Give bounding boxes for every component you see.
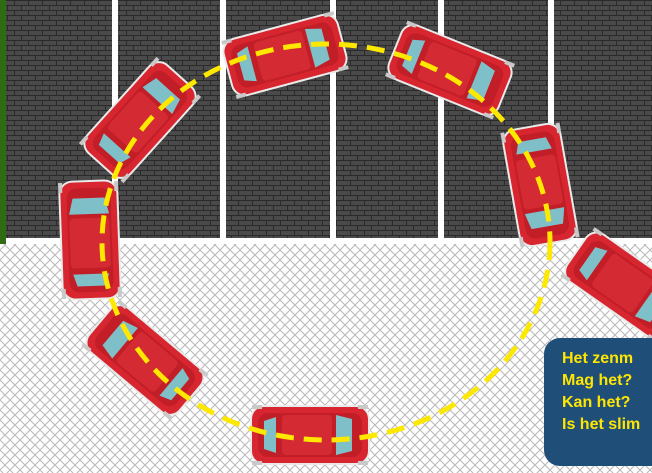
car-icon (250, 405, 370, 465)
question-callout: Het zenm Mag het? Kan het? Is het slim (544, 338, 652, 466)
callout-line-4: Is het slim (562, 416, 641, 433)
callout-line-2: Mag het? (562, 372, 633, 389)
callout-line-1: Het zenm (562, 350, 634, 367)
grass-strip (0, 0, 6, 244)
car-icon (57, 178, 123, 302)
callout-line-3: Kan het? (562, 394, 631, 411)
turning-path (99, 41, 553, 443)
